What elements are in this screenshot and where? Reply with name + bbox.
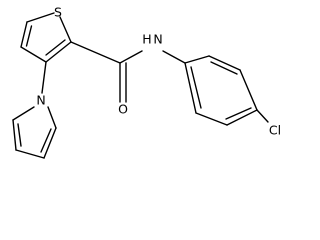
bond-c4-c3 (20, 46, 47, 63)
bond-c3-c2 (45, 41, 72, 63)
bond-pc2-pc3-inner (17, 123, 22, 147)
bond-nitrogen-aryl (162, 50, 186, 64)
bond-ar6-ar1-inner (190, 66, 202, 109)
bond-ar2-ar3 (208, 55, 241, 71)
atom-labels: S H N O N Cl (36, 5, 281, 138)
carbonyl-oxygen-label: O (118, 102, 128, 117)
bond-c2-s (59, 16, 72, 43)
bond-ar3-ar4 (239, 69, 258, 111)
bond-ar1-ar2 (184, 55, 210, 64)
bond-ar6-ar1 (184, 62, 197, 114)
thiophene-ring (20, 12, 72, 63)
carboxamide-group (70, 41, 186, 103)
bond-pc3-pc4 (15, 149, 45, 159)
pyrrole-ring (12, 61, 57, 159)
bond-c3-c2-inner (45, 39, 66, 56)
bond-c5-c4-inner (25, 25, 33, 47)
bond-ar2-ar3-inner (210, 61, 238, 75)
chlorine-label: Cl (269, 123, 281, 138)
bond-ar4-ar5-inner (225, 107, 252, 120)
structure-canvas: S H N O N Cl (12, 5, 281, 159)
bond-pc4-pc5-inner (40, 128, 52, 153)
bond-c2-carbonyl (70, 41, 121, 64)
bond-pc2-pc3 (12, 119, 17, 151)
bond-pc4-pc5 (43, 127, 57, 159)
bond-c5-c4 (20, 21, 28, 48)
amide-nitrogen-label: N (153, 32, 162, 47)
amide-hydrogen-label: H (142, 32, 151, 47)
sulfur-label: S (54, 5, 62, 20)
bond-pc5-pn (47, 106, 57, 129)
bond-ar4-chlorine (256, 109, 269, 123)
pyrrole-nitrogen-label: N (36, 93, 45, 108)
molecule-drawing: S H N O N Cl (12, 5, 281, 159)
bond-s-c5 (26, 12, 55, 23)
bond-ar4-ar5 (226, 109, 258, 126)
chlorophenyl-ring (184, 55, 269, 126)
bond-carbonyl-nitrogen (119, 50, 143, 64)
bond-ar5-ar6 (195, 112, 228, 126)
bond-pn-pc2 (12, 106, 35, 121)
bond-c3-pyrrole-n (41, 61, 47, 94)
